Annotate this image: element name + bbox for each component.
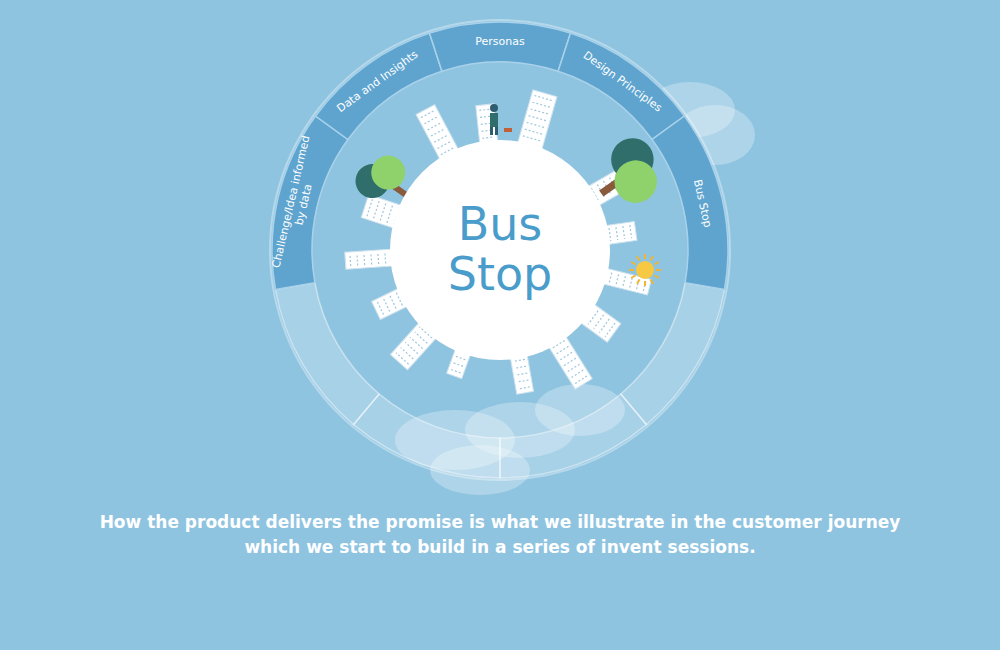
segment-fill (430, 22, 571, 71)
person (490, 104, 512, 135)
center-title: Bus Stop (425, 200, 575, 299)
segment-fill (558, 33, 684, 139)
segment-fill (652, 116, 728, 290)
ring-segment (500, 394, 647, 478)
ring-segment: Bus Stop (650, 113, 730, 292)
segment-label: Personas (443, 35, 558, 48)
ring-segment (353, 394, 500, 478)
ring-segment: Challenge/Idea informed by data (270, 113, 350, 292)
sun (629, 254, 661, 286)
caption: How the product delivers the promise is … (80, 510, 920, 559)
ring-segment: Personas (427, 20, 573, 74)
segment-shape (650, 113, 730, 292)
center-circle: Bus Stop (390, 140, 610, 360)
buildings (345, 90, 652, 394)
segment-fill (316, 33, 442, 139)
ring-segment: Data and Insights (313, 31, 444, 142)
building (345, 249, 395, 269)
ring-segment: Design Principles (556, 31, 687, 142)
ring-outline (270, 20, 730, 480)
